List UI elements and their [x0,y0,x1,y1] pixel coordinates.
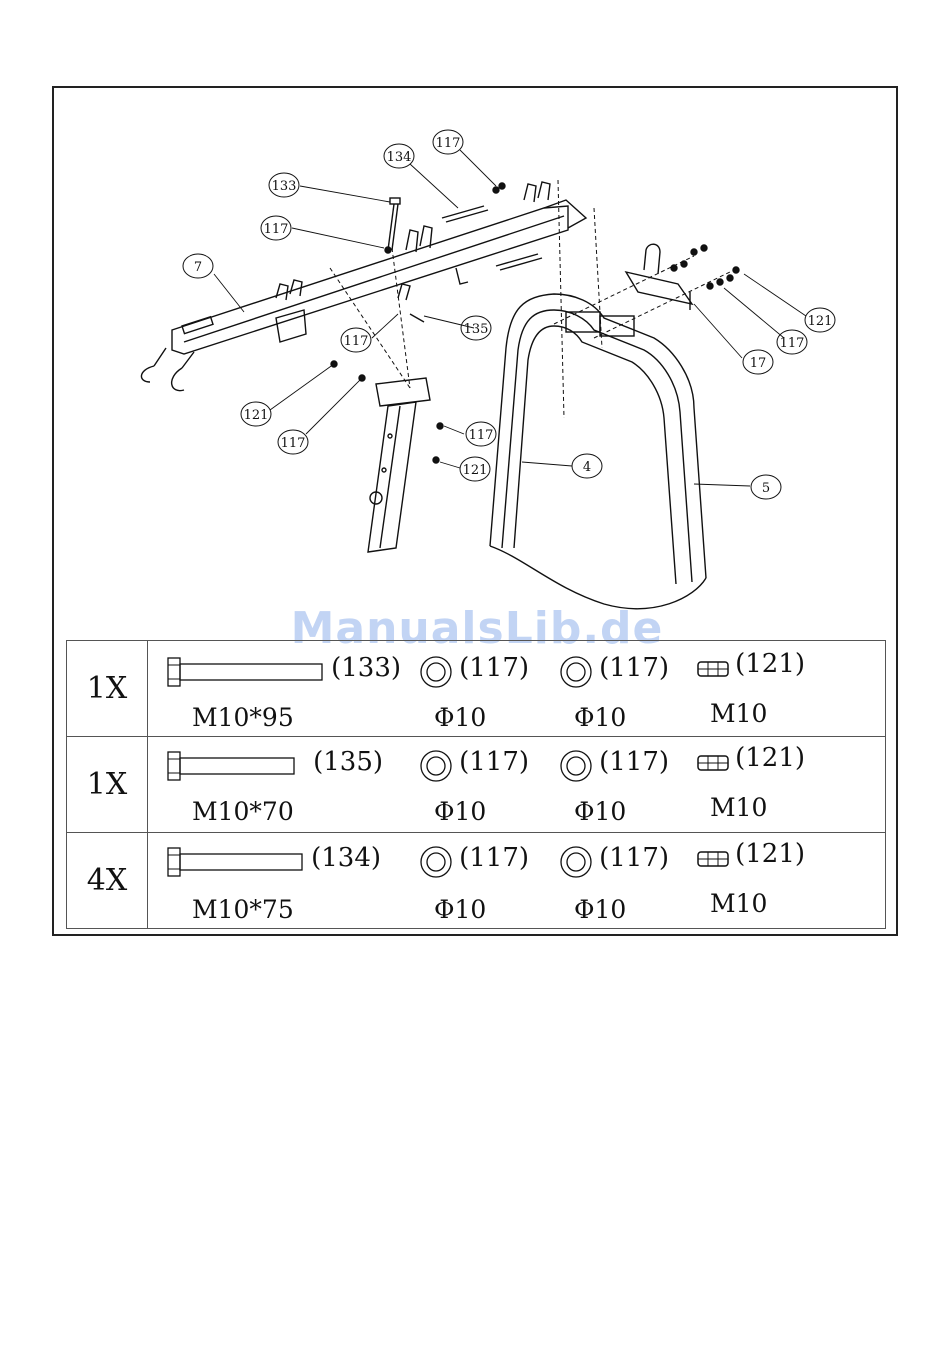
bolt-icon [166,846,306,878]
nut-size: M10 [710,793,767,822]
washer-size: Φ10 [574,797,626,826]
table-row: 1X (133) M10*95 [67,641,886,737]
nut-icon [696,846,730,870]
washer-size: Φ10 [574,703,626,732]
washer-part-number: (117) [459,653,529,683]
callout-121-far: 121 [808,314,833,329]
bolt-size: M10*95 [192,703,294,732]
washer-icon [418,656,454,688]
nut-item: (121) [696,649,805,680]
nut-item: (121) [696,839,805,870]
bolt-part-number: (134) [311,843,381,873]
bolt-size: M10*75 [192,895,294,924]
arch-frame-part [490,294,706,609]
bolt-item: (133) [166,653,401,688]
washer-item: (117) [418,843,529,878]
washer-item: (117) [558,747,669,782]
callout-134: 134 [387,150,412,165]
washer-icon [558,750,594,782]
callout-117-mid: 117 [344,334,369,349]
washer-size: Φ10 [434,703,486,732]
bolt-size: M10*70 [192,797,294,826]
upright-part [368,378,430,552]
washer-part-number: (117) [459,843,529,873]
nut-icon [696,750,730,774]
washer-item: (117) [558,653,669,688]
washer-icon [418,846,454,878]
washer-part-number: (117) [599,747,669,777]
nut-icon [696,656,730,680]
callout-5: 5 [762,481,770,496]
table-row: 1X (135) M10*70 [67,737,886,833]
washer-size: Φ10 [434,895,486,924]
hardware-items-cell: (133) M10*95 (117) Φ10 [148,641,886,737]
quantity-cell: 1X [67,641,148,737]
nut-size: M10 [710,889,767,918]
washer-item: (117) [418,653,529,688]
washer-size: Φ10 [434,797,486,826]
callout-117-upper: 117 [264,222,289,237]
hardware-table: 1X (133) M10*95 [66,640,886,929]
washer-icon [418,750,454,782]
callout-4: 4 [583,460,591,475]
callout-121-left: 121 [244,408,269,423]
callout-133: 133 [272,179,297,194]
nut-part-number: (121) [735,839,805,869]
callout-17: 17 [750,356,767,371]
washer-part-number: (117) [599,653,669,683]
bolt-item: (134) [166,843,381,878]
table-row: 4X (134) M10*75 [67,833,886,929]
hardware-items-cell: (135) M10*70 (117) Φ10 [148,737,886,833]
quantity-cell: 4X [67,833,148,929]
callout-117-far: 117 [780,336,805,351]
exploded-assembly-diagram: 117 134 133 117 7 117 135 121 117 117 12… [54,88,900,643]
bracket-part-17 [626,244,692,310]
callout-117-left: 117 [281,436,306,451]
washer-icon [558,656,594,688]
callout-117-top: 117 [436,136,461,151]
washer-part-number: (117) [599,843,669,873]
callout-labels: 117 134 133 117 7 117 135 121 117 117 12… [194,136,833,496]
assembly-page-frame: 117 134 133 117 7 117 135 121 117 117 12… [52,86,898,936]
crossbar-part [141,182,586,391]
bolt-icon [166,656,326,688]
bolt-item: (135) [166,747,383,782]
hardware-items-cell: (134) M10*75 (117) Φ10 [148,833,886,929]
callout-117-right: 117 [469,428,494,443]
callout-7: 7 [194,260,202,275]
bolt-part-number: (135) [313,747,383,777]
callout-121-mid: 121 [463,463,488,478]
nut-size: M10 [710,699,767,728]
nut-part-number: (121) [735,649,805,679]
washer-size: Φ10 [574,895,626,924]
nut-item: (121) [696,743,805,774]
nut-part-number: (121) [735,743,805,773]
washer-icon [558,846,594,878]
bolt-part-number: (133) [331,653,401,683]
callout-135: 135 [464,322,489,337]
washer-part-number: (117) [459,747,529,777]
washer-item: (117) [558,843,669,878]
quantity-cell: 1X [67,737,148,833]
washer-item: (117) [418,747,529,782]
bolt-icon [166,750,298,782]
